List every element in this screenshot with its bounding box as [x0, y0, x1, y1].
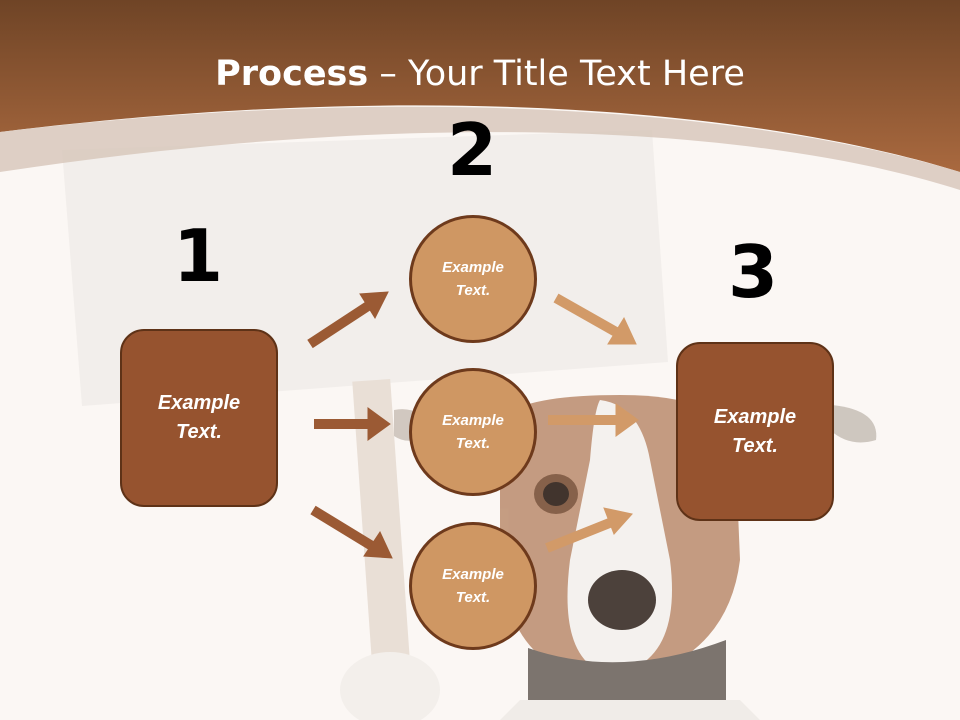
step-number-3: 3 [727, 230, 779, 314]
start-box-label: Example Text. [157, 392, 241, 443]
step-number-2: 2 [446, 108, 498, 192]
title-bold: Process [215, 54, 369, 94]
circle-bottom[interactable]: Example Text. [409, 522, 537, 650]
end-box[interactable]: Example Text. [676, 342, 834, 521]
circle-bottom-label: Example Text. [442, 566, 504, 606]
dog-illustration [394, 395, 877, 720]
circle-top-label: Example Text. [442, 259, 504, 299]
header-band [0, 0, 960, 172]
end-box-label: Example Text. [713, 405, 797, 457]
slide-title: Process – Your Title Text Here [0, 52, 960, 96]
dog-paw [340, 652, 440, 720]
start-box[interactable]: Example Text. [120, 329, 278, 507]
circle-top[interactable]: Example Text. [409, 215, 537, 343]
circle-middle-label: Example Text. [442, 412, 504, 452]
circle-middle[interactable]: Example Text. [409, 368, 537, 496]
sign-pole [352, 379, 410, 661]
header-swoosh [0, 106, 960, 190]
step-number-1: 1 [172, 214, 224, 298]
title-rest: – Your Title Text Here [368, 54, 745, 94]
